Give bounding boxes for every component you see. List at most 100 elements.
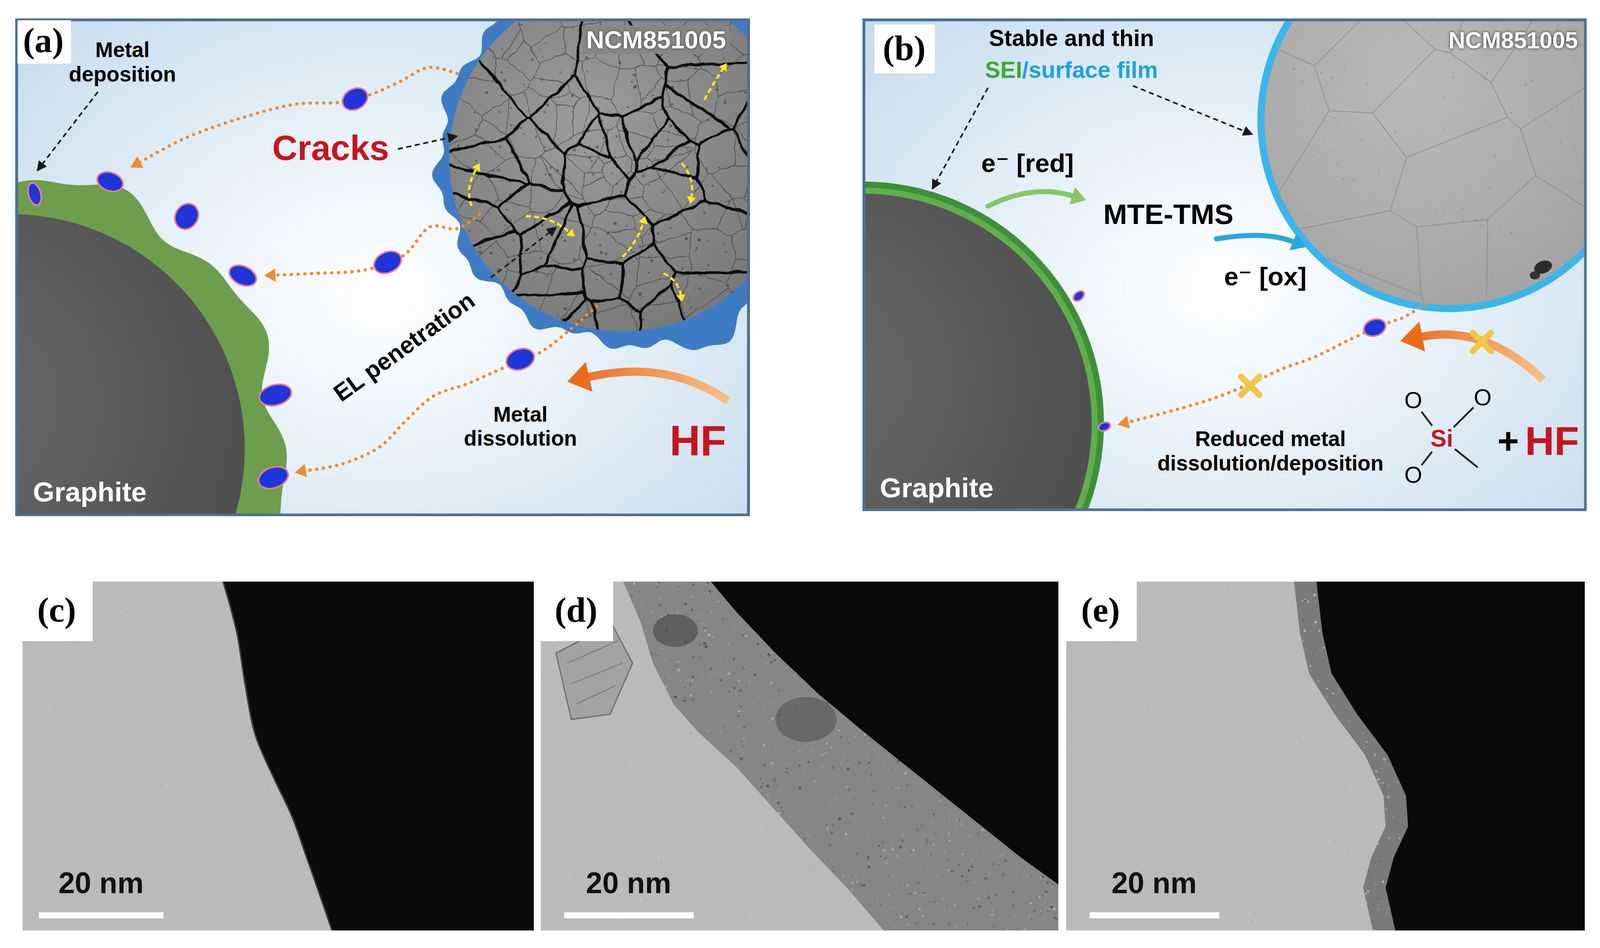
texture-dot (1487, 187, 1490, 189)
texture-dot (512, 239, 515, 243)
texture-dot (230, 903, 233, 906)
texture-dot (227, 821, 230, 823)
texture-dot (663, 690, 665, 692)
texture-dot (155, 617, 158, 620)
texture-dot (678, 83, 680, 86)
texture-dot (304, 920, 307, 923)
texture-dot (207, 618, 211, 621)
texture-dot (596, 254, 598, 256)
texture-dot (638, 292, 642, 296)
texture-dot (108, 779, 110, 781)
texture-dot (560, 236, 563, 239)
texture-dot (77, 744, 79, 747)
texture-dot (459, 47, 462, 50)
texture-dot (597, 849, 599, 851)
crack-network (443, 18, 750, 337)
texture-dot (751, 902, 753, 904)
chemical-bond (1421, 411, 1432, 426)
texture-dot (749, 824, 751, 826)
texture-dot (1265, 206, 1267, 209)
texture-dot (269, 906, 272, 909)
texture-dot (160, 603, 163, 606)
texture-dot (233, 866, 235, 868)
texture-dot (177, 599, 180, 601)
texture-dot (494, 300, 496, 303)
texture-dot (159, 784, 163, 787)
texture-dot (1360, 168, 1362, 170)
texture-dot (706, 240, 709, 243)
texture-dot (543, 679, 546, 681)
texture-dot (200, 792, 201, 794)
texture-dot (619, 190, 623, 194)
texture-dot (129, 670, 130, 672)
texture-dot (790, 902, 792, 904)
texture-dot (1561, 146, 1563, 148)
texture-dot (729, 821, 732, 824)
texture-dot (152, 668, 154, 671)
texture-dot (477, 58, 479, 61)
texture-dot (703, 315, 706, 318)
texture-dot (558, 647, 561, 650)
texture-dot (702, 211, 706, 215)
texture-dot (176, 590, 178, 591)
texture-dot (854, 901, 857, 904)
texture-dot (167, 864, 170, 867)
texture-dot (1292, 67, 1295, 71)
texture-dot (27, 820, 30, 823)
texture-dot (34, 763, 37, 766)
texture-dot (543, 885, 545, 887)
leader-arrow-head (1241, 126, 1254, 136)
electron-arrow (1216, 235, 1293, 243)
texture-dot (769, 877, 772, 879)
texture-dot (88, 803, 90, 805)
texture-dot (543, 111, 546, 114)
texture-dot (772, 906, 774, 908)
texture-dot (233, 677, 235, 679)
texture-dot (1530, 79, 1534, 82)
texture-dot (620, 709, 623, 712)
texture-dot (1313, 258, 1316, 260)
texture-dot (609, 776, 611, 778)
texture-dot (67, 797, 69, 799)
texture-dot (1517, 187, 1519, 189)
texture-dot (1305, 214, 1308, 217)
crack-propagation-arrow-head (686, 196, 697, 205)
texture-dot (501, 180, 503, 183)
texture-dot (302, 926, 306, 929)
texture-dot (86, 791, 89, 794)
texture-dot (588, 843, 591, 845)
texture-dot (804, 874, 807, 876)
texture-dot (558, 831, 560, 833)
texture-dot (638, 748, 640, 750)
texture-dot (541, 56, 544, 59)
texture-dot (1428, 106, 1430, 109)
texture-dot (118, 614, 120, 616)
texture-dot (212, 907, 213, 909)
texture-dot (202, 788, 205, 792)
texture-dot (496, 268, 499, 271)
texture-dot (54, 740, 57, 743)
texture-dot (547, 240, 550, 243)
texture-dot (190, 601, 193, 604)
texture-dot (113, 648, 115, 650)
texture-dot (798, 899, 802, 904)
texture-dot (218, 777, 221, 780)
texture-dot (519, 298, 520, 300)
surface-layer (622, 581, 1058, 931)
texture-dot (242, 886, 244, 889)
texture-dot (1466, 146, 1469, 148)
texture-dot (619, 591, 621, 593)
texture-dot (166, 671, 169, 674)
texture-dot (699, 808, 702, 811)
texture-dot (1407, 252, 1410, 254)
texture-dot (121, 582, 124, 585)
texture-dot (151, 647, 153, 650)
texture-dot (79, 805, 81, 807)
texture-dot (246, 738, 248, 739)
text-holder: NCM851005 (1448, 27, 1578, 55)
texture-dot (690, 732, 693, 735)
texture-dot (1573, 60, 1576, 63)
texture-dot (762, 817, 765, 820)
texture-dot (1481, 224, 1484, 227)
texture-dot (729, 882, 732, 885)
